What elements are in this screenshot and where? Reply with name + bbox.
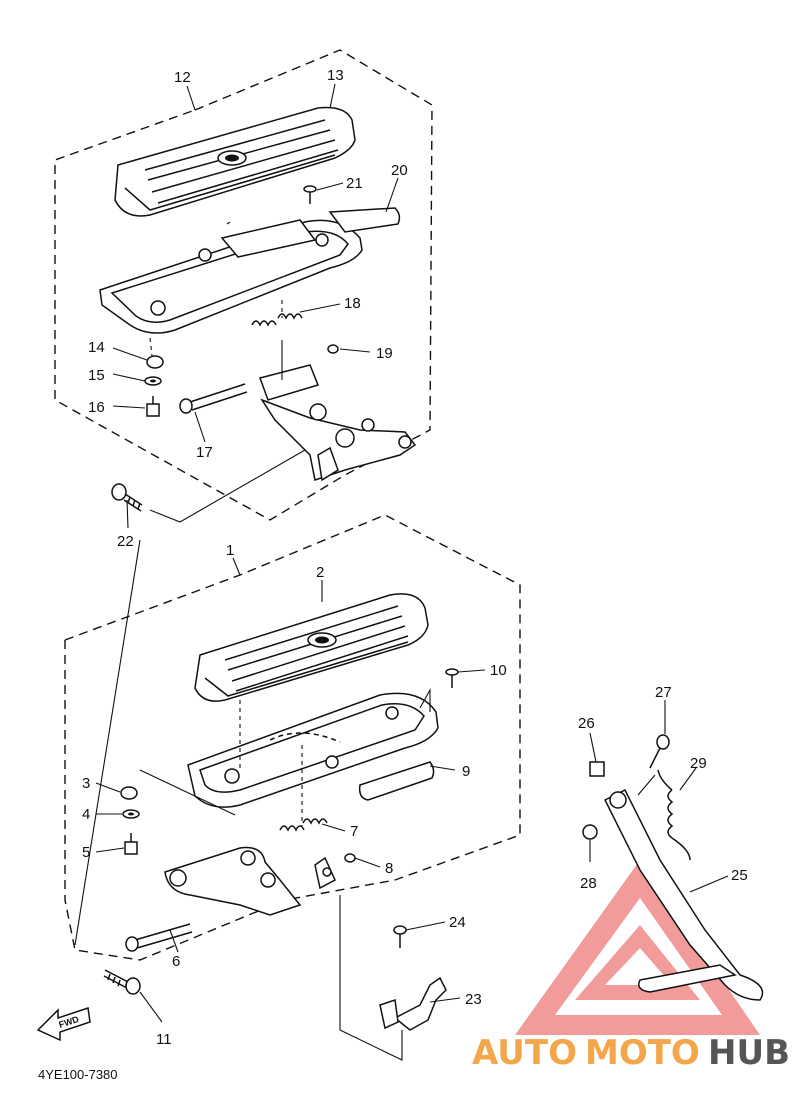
bolt-16 <box>146 396 160 417</box>
part-label-17: 17 <box>196 444 213 461</box>
clip-19 <box>327 344 339 354</box>
fwd-arrow-icon: FWD <box>36 1007 91 1042</box>
screw-10 <box>445 668 459 688</box>
part-label-19: 19 <box>376 345 393 362</box>
part-label-25: 25 <box>731 867 748 884</box>
bolt-22 <box>111 483 143 512</box>
part-label-21: 21 <box>346 175 363 192</box>
footboard-frame-upper <box>99 219 363 334</box>
bracket-lower <box>358 761 435 801</box>
nut-26 <box>589 761 605 777</box>
bolt-27 <box>649 734 670 769</box>
spring-upper <box>251 313 303 327</box>
nut-28 <box>582 824 598 840</box>
upper-assembly-boundary <box>54 49 433 521</box>
screw-21 <box>303 185 317 204</box>
part-label-13: 13 <box>327 67 344 84</box>
watermark-auto: AUTO <box>472 1033 577 1073</box>
lower-assembly-boundary <box>64 514 521 961</box>
part-label-3: 3 <box>82 775 90 792</box>
bolt-11 <box>103 969 141 995</box>
part-label-10: 10 <box>490 662 507 679</box>
part-label-12: 12 <box>174 69 191 86</box>
leader-lines <box>95 83 729 1023</box>
part-label-11: 11 <box>156 1031 172 1048</box>
part-label-7: 7 <box>350 823 358 840</box>
part-label-23: 23 <box>465 991 482 1008</box>
footboard-pad-lower <box>194 593 429 702</box>
part-number-labels: 12 13 20 21 18 19 14 15 16 17 22 1 2 10 … <box>82 67 748 1048</box>
watermark-hub: HUB <box>708 1033 790 1073</box>
part-label-24: 24 <box>449 914 466 931</box>
pivot-bracket-lower <box>164 846 336 916</box>
part-label-14: 14 <box>88 339 105 356</box>
part-label-15: 15 <box>88 367 105 384</box>
part-label-16: 16 <box>88 399 105 416</box>
part-label-5: 5 <box>82 844 90 861</box>
upper-assembly <box>54 49 433 523</box>
rubber-damper-14 <box>146 355 164 369</box>
part-label-29: 29 <box>690 755 707 772</box>
sidestand-25 <box>603 788 764 1001</box>
pivot-bracket-upper <box>259 364 417 482</box>
part-label-2: 2 <box>316 564 324 581</box>
part-label-27: 27 <box>655 684 672 701</box>
part-label-18: 18 <box>344 295 361 312</box>
part-label-20: 20 <box>391 162 408 179</box>
screw-24 <box>393 925 407 948</box>
reference-code: 4YE100-7380 <box>38 1067 118 1082</box>
part-label-8: 8 <box>385 860 393 877</box>
lower-assembly <box>64 514 521 995</box>
pedal-23 <box>339 895 447 1061</box>
bolt-5 <box>124 833 138 855</box>
rubber-damper-3 <box>120 786 138 800</box>
part-label-28: 28 <box>580 875 597 892</box>
watermark-logo: AUTO MOTO HUB <box>472 860 790 1073</box>
pivot-pin-upper <box>179 383 248 414</box>
part-label-22: 22 <box>117 533 134 550</box>
part-label-4: 4 <box>82 806 90 823</box>
clip-8 <box>344 853 356 863</box>
part-label-1: 1 <box>226 542 234 559</box>
watermark-moto: MOTO <box>585 1033 700 1073</box>
part-label-9: 9 <box>462 763 470 780</box>
part-label-6: 6 <box>172 953 180 970</box>
bracket-upper <box>328 207 401 233</box>
spring-lower <box>279 818 328 832</box>
spring-29 <box>657 769 691 861</box>
pivot-pin-lower <box>125 923 193 952</box>
footboard-pad-upper <box>114 106 356 217</box>
footboard-frame-lower <box>187 692 439 808</box>
part-label-26: 26 <box>578 715 595 732</box>
